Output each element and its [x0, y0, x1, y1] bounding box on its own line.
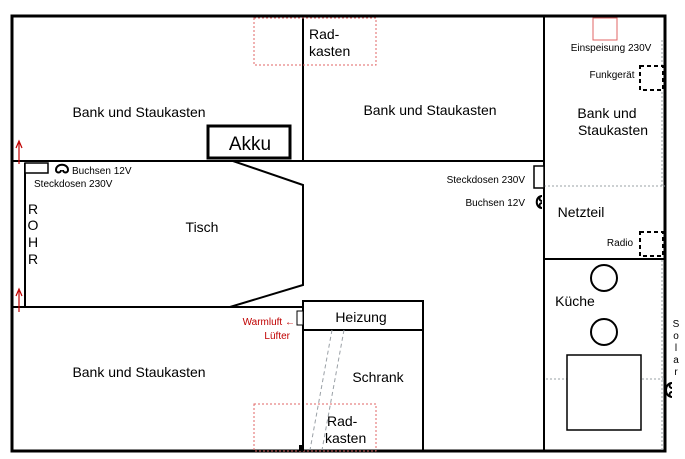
label-einspeisung: Einspeisung 230V [571, 43, 652, 54]
label-bank-right-2: Staukasten [578, 122, 648, 138]
wheel-box-top [253, 17, 377, 66]
funkgeraet-box [639, 65, 664, 91]
label-radkasten-top-2: kasten [309, 43, 350, 59]
fan-slot [296, 310, 304, 326]
label-rohr-h: H [28, 234, 38, 250]
feed-box [592, 17, 618, 41]
label-bank-top-center: Bank und Staukasten [363, 102, 496, 118]
label-bank-top-left: Bank und Staukasten [72, 104, 205, 120]
pipe-arrow-head [15, 139, 23, 149]
label-luefter: Lüfter [264, 331, 290, 342]
label-bank-bottom-left: Bank und Staukasten [72, 364, 205, 380]
duct-outlet [299, 445, 303, 451]
label-solar-a: a [673, 355, 679, 366]
label-radkasten-top-1: Rad- [309, 26, 340, 42]
label-warmluft: Warmluft ← [243, 317, 295, 328]
duct-line [321, 329, 345, 451]
socket-12v-right-icon [535, 195, 543, 209]
label-bank-right-1: Bank und [577, 105, 636, 121]
label-heizung: Heizung [335, 309, 386, 325]
wheel-box-bottom [253, 403, 377, 452]
duct-line [309, 329, 333, 451]
radio-box [639, 231, 664, 257]
label-kueche: Küche [555, 293, 595, 309]
stove-burner-icon [590, 264, 618, 292]
pipe-arrow-head [15, 287, 23, 297]
socket-230v-right [533, 165, 545, 189]
label-buchsen-left: Buchsen 12V [72, 166, 132, 177]
sink-box [566, 354, 642, 431]
socket-230v-left [24, 162, 49, 174]
label-rohr-r2: R [28, 251, 38, 267]
label-rohr-o: O [28, 217, 39, 233]
akku-box [206, 124, 292, 160]
label-buchsen-right: Buchsen 12V [466, 198, 526, 209]
label-tisch: Tisch [186, 219, 219, 235]
label-radkasten-bottom-2: kasten [325, 430, 366, 446]
label-solar-s: S [673, 319, 680, 330]
label-radkasten-bottom-1: Rad- [327, 413, 358, 429]
label-solar-o: o [673, 331, 679, 342]
label-netzteil: Netzteil [558, 204, 605, 220]
label-rohr-r: R [28, 201, 38, 217]
label-schrank: Schrank [352, 369, 404, 385]
label-steckdosen-right: Steckdosen 230V [447, 175, 526, 186]
label-solar-r: r [674, 367, 678, 378]
solar-connector-icon [665, 382, 673, 398]
stove-burner-icon [590, 318, 618, 346]
label-solar-l: l [675, 343, 677, 354]
label-akku: Akku [229, 134, 271, 155]
heizung-box [302, 300, 424, 331]
label-steckdosen-left: Steckdosen 230V [34, 179, 113, 190]
label-radio: Radio [607, 238, 634, 249]
outer-wall [10, 14, 667, 453]
table-outline [25, 160, 304, 308]
label-funkgeraet: Funkgerät [589, 70, 634, 81]
socket-12v-left-icon [55, 163, 69, 174]
